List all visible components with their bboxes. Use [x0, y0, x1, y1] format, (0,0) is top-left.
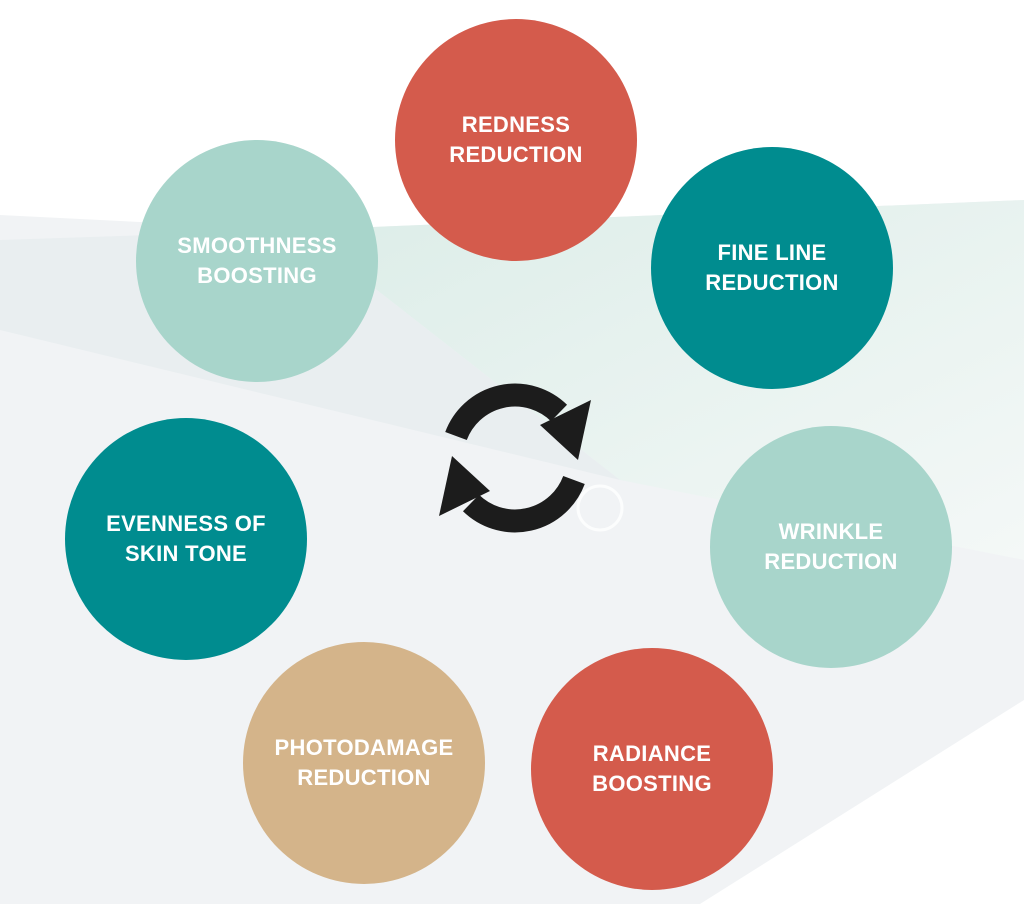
benefit-fine-line-reduction: FINE LINE REDUCTION	[651, 147, 893, 389]
benefit-label: RADIANCE BOOSTING	[592, 741, 712, 796]
refresh-cycle-icon	[439, 383, 591, 533]
benefit-label: EVENNESS OF SKIN TONE	[106, 511, 266, 566]
benefit-label: SMOOTHNESS BOOSTING	[177, 233, 337, 288]
benefit-label: REDNESS REDUCTION	[449, 112, 583, 167]
benefit-label: WRINKLE REDUCTION	[764, 519, 898, 574]
benefit-label: PHOTODAMAGE REDUCTION	[274, 735, 454, 790]
benefit-wrinkle-reduction: WRINKLE REDUCTION	[710, 426, 952, 668]
benefit-evenness-of-skin-tone: EVENNESS OF SKIN TONE	[65, 418, 307, 660]
benefit-radiance-boosting: RADIANCE BOOSTING	[531, 648, 773, 890]
benefit-label: FINE LINE REDUCTION	[705, 240, 839, 295]
benefit-photodamage-reduction: PHOTODAMAGE REDUCTION	[243, 642, 485, 884]
benefit-smoothness-boosting: SMOOTHNESS BOOSTING	[136, 140, 378, 382]
benefit-redness-reduction: REDNESS REDUCTION	[395, 19, 637, 261]
